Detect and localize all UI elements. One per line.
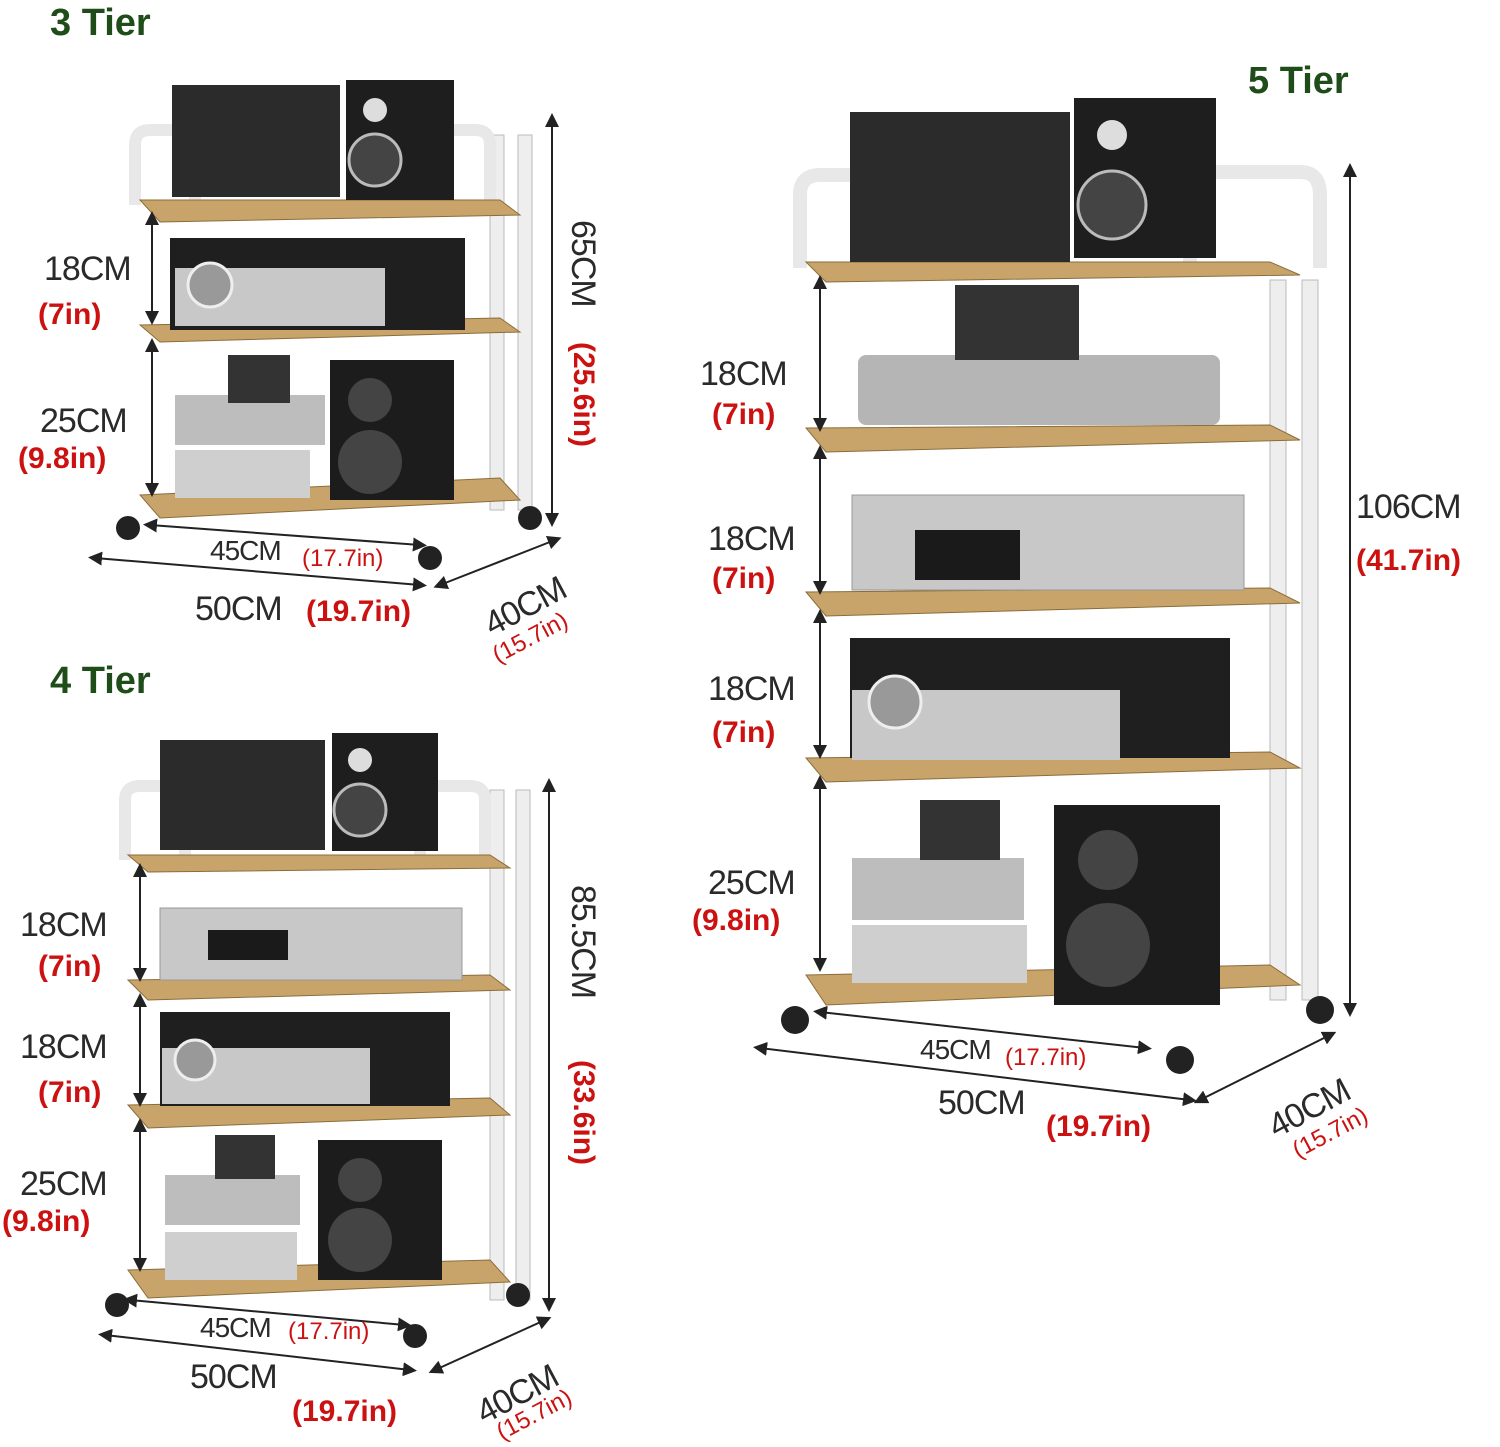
device-icon xyxy=(172,85,340,197)
height-cm-label: 106CM xyxy=(1356,488,1462,526)
height-in-label: (41.7in) xyxy=(1356,544,1462,577)
width-cm-label: 50CM xyxy=(190,1358,278,1396)
inner-width-cm-label: 45CM xyxy=(920,1034,992,1065)
gap-in-label: (7in) xyxy=(38,1076,102,1109)
width-in-label: (19.7in) xyxy=(292,1395,398,1428)
gap-in-label: (7in) xyxy=(38,950,102,983)
gap-cm-label: 18CM xyxy=(20,906,108,944)
gap-in-label: (7in) xyxy=(38,298,102,331)
gap-in-label: (9.8in) xyxy=(692,904,781,937)
gap-in-label: (7in) xyxy=(712,562,776,595)
rack-5-tier xyxy=(753,98,1357,1107)
width-in-label: (19.7in) xyxy=(306,595,412,628)
gap-in-label: (7in) xyxy=(712,716,776,749)
width-in-label: (19.7in) xyxy=(1046,1110,1152,1143)
height-in-label: (25.6in) xyxy=(567,342,600,448)
rack-3-tier xyxy=(88,80,562,592)
tier-title-5: 5 Tier xyxy=(1248,60,1349,102)
height-cm-label: 85.5CM xyxy=(564,885,602,999)
gap-cm-label: 25CM xyxy=(40,402,128,440)
tier-title-4: 4 Tier xyxy=(50,660,151,702)
gap-cm-label: 18CM xyxy=(20,1028,108,1066)
gap-in-label: (7in) xyxy=(712,398,776,431)
width-cm-label: 50CM xyxy=(195,590,283,628)
width-cm-label: 50CM xyxy=(938,1084,1026,1122)
gap-cm-label: 18CM xyxy=(708,520,796,558)
rack-4-tier xyxy=(98,733,556,1377)
gap-in-label: (9.8in) xyxy=(2,1205,91,1238)
inner-width-cm-label: 45CM xyxy=(210,535,282,566)
gap-cm-label: 18CM xyxy=(708,670,796,708)
gap-cm-label: 25CM xyxy=(708,864,796,902)
height-cm-label: 65CM xyxy=(564,220,602,307)
height-in-label: (33.6in) xyxy=(567,1060,600,1166)
tier-title-3: 3 Tier xyxy=(50,2,151,44)
gap-cm-label: 25CM xyxy=(20,1165,108,1203)
gap-in-label: (9.8in) xyxy=(18,442,107,475)
inner-width-in-label: (17.7in) xyxy=(302,545,384,572)
inner-width-in-label: (17.7in) xyxy=(1005,1044,1087,1071)
inner-width-in-label: (17.7in) xyxy=(288,1318,370,1345)
gap-cm-label: 18CM xyxy=(700,355,788,393)
inner-width-cm-label: 45CM xyxy=(200,1312,272,1343)
gap-cm-label: 18CM xyxy=(44,250,132,288)
